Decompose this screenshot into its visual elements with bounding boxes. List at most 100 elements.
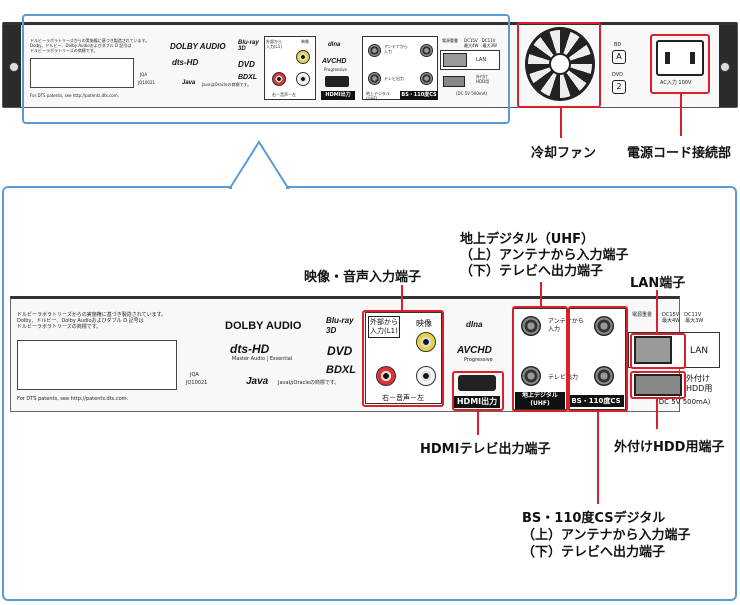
jqa-logo-small: JQA [140,72,148,77]
fan-hub-icon [549,53,571,75]
dts-logo-small: dts-HD [172,58,199,67]
zoom-region-highlight [22,14,510,124]
ext-hdd-label: 外付け HDD用 [686,374,713,393]
fan-leader-line [560,108,562,138]
av-input-block [365,312,442,404]
dvd-logo-small: DVD [238,60,255,69]
dolby-notice: ドルビーラボラトリーズからの実施権に基づき製造されています。 Dolby、ドルビ… [17,312,167,330]
video-label-small: 映像 [301,39,309,44]
jqa-code-small: JQ10021 [138,80,156,85]
screw-icon [9,62,19,72]
av-input-highlight [362,310,444,407]
power-caution-small: 電源重畳 [442,38,458,43]
java-notice: JavaはOracleの商標です。 [278,380,340,386]
jqa-code: JQ10021 [186,380,208,386]
ac-pin-icon [690,52,695,64]
lan-port-icon [443,53,467,67]
uhf-tv-out-jack-icon [521,366,541,386]
lan-highlight [630,333,686,369]
ext-hdd-highlight [630,371,686,399]
audio-label-small: 右－音声－左 [272,92,296,97]
uhf-antenna-in-jack-icon [521,316,541,336]
bluray-logo: Blu-ray 3D [326,316,354,335]
ext-input-label-small: 外部から 入力(L1) [266,39,282,49]
av-input-block-small [264,36,316,100]
screw-icon [720,62,730,72]
dlna-logo: dlna [466,320,483,329]
java-logo-small: Java [182,80,196,86]
ext-hdd-callout: 外付けHDD用端子 [614,440,725,455]
dolby-logo: DOLBY AUDIO [225,320,302,332]
power-cord-callout: 電源コード接続部 [627,146,732,161]
label-sticker [17,340,177,390]
terrestrial-callout: 地上デジタル（UHF） （上）アンテナから入力端子 （下）テレビへ出力端子 [460,232,629,279]
power-spec: DC15V DC11V 最大4W 最大3W [662,312,704,324]
antenna-in-label: アンテナから 入力 [548,318,584,333]
java-logo: Java [246,376,269,387]
uhf-in-jack-icon [368,44,381,57]
bdxl-logo: BDXL [326,364,356,376]
video-input-jack-icon [416,332,436,352]
lan-leader-line [656,290,658,333]
bd-label: BD [614,42,622,48]
bs-label: BS・110度CS [568,395,624,407]
audio-right-jack-icon [272,72,286,86]
label-sticker-small [30,58,134,88]
dvd-region-icon: 2 [612,80,626,94]
bs-antenna-in-jack-icon [594,316,614,336]
power-caution: 電源重畳 [632,312,653,318]
hdmi-port-icon [325,76,349,87]
bs-highlight [568,306,628,412]
usb-port-icon [443,76,465,87]
av-input-leader-line [401,285,403,310]
lan-port-large-icon [634,336,672,364]
power-highlight [650,34,710,94]
usb-hdd-port-icon [634,374,682,396]
hdmi-label: HDMI出力 [454,396,500,408]
ac-inlet-icon [656,40,704,76]
antenna-in-label-small: アンテナから 入力 [384,44,408,54]
java-notice-small: JavaはOracleの商標です。 [202,82,252,87]
dolby-notice-small: ドルビーラボラトリーズからの実施権に基づき製造されています。 Dolby、ドルビ… [30,38,150,53]
bs-label-small: BS・110度CS [400,91,438,100]
dvd-logo: DVD [327,344,353,358]
hdmi-label-small: HDMI出力 [321,91,355,100]
tv-out-label-small: テレビ出力 [384,76,404,81]
bd-region-icon: A [612,50,626,64]
fan-callout: 冷却ファン [531,146,597,161]
bs-tv-out-jack-icon [594,366,614,386]
dts-notice: For DTS patents, see http://patents.dts.… [17,396,129,402]
uhf-label: 地上デジタル (UHF) [515,392,565,409]
uhf-highlight [512,306,568,412]
hdmi-leader-line [477,411,479,435]
video-label: 映像 [416,319,432,328]
ac-pin-icon [665,52,670,64]
hdmi-highlight [452,371,504,411]
lan-label: LAN [690,346,709,356]
lan-port-callout: LAN端子 [630,276,686,291]
avchd-sub: Progressive [464,357,493,363]
terrestrial-leader-line [540,282,542,306]
fan-highlight [517,22,601,108]
dts-notice-small: For DTS patents, see http://patents.dts.… [30,93,119,98]
av-input-callout: 映像・音声入力端子 [304,270,422,285]
tv-out-label: テレビ出力 [548,374,579,381]
zoom-pointer-icon [228,140,290,190]
lan-label-small: LAN [476,57,487,63]
hdmi-output-port-icon [458,375,496,391]
power-leader-line [680,94,682,136]
ac-input-label: AC入力 100V [660,80,692,86]
dlna-logo-small: dlna [328,42,341,48]
bs-out-jack-icon [420,72,433,85]
audio-left-jack-icon [296,72,310,86]
uhf-label-small: 地上デジタル (UHF) [366,91,390,101]
audio-label: 右－音声－左 [382,394,424,402]
dts-logo: dts-HD [230,342,270,356]
dolby-logo-small: DOLBY AUDIO [170,42,226,51]
dvd-label: DVD [612,72,624,78]
avchd-logo: AVCHD [457,345,492,356]
audio-left-input-jack-icon [416,366,436,386]
ext-hdd-spec: (DC 5V 500mA) [656,398,711,406]
ext-input-label: 外部から 入力(L1) [368,316,400,338]
bs-cs-callout: BS・110度CSデジタル （上）アンテナから入力端子 （下）テレビへ出力端子 [522,511,691,560]
